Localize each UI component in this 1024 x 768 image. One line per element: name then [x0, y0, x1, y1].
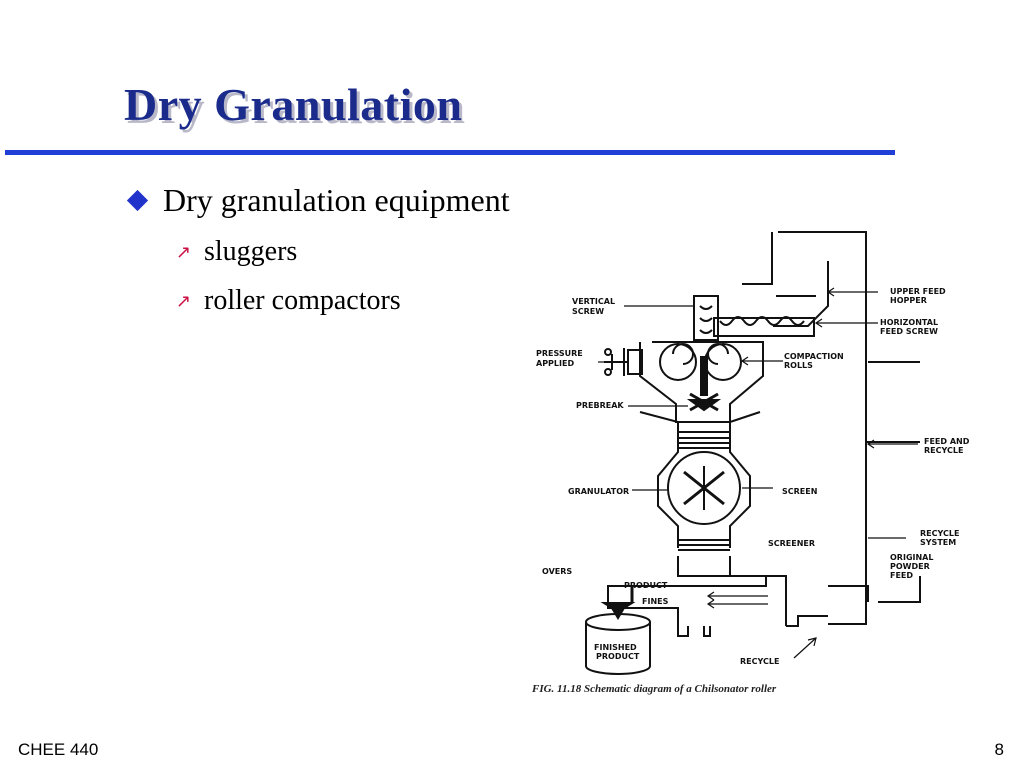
label-vertical-screw: VERTICAL — [572, 297, 615, 306]
slide-title: Dry Granulation — [124, 79, 463, 130]
blue-diamond-icon — [126, 189, 149, 211]
label-feed-and-recycle: RECYCLE — [924, 446, 963, 455]
roller-compactor-diagram: VERTICAL SCREW PRESSURE APPLIED PREBREAK… — [528, 226, 990, 696]
bullet-text: Dry granulation equipment — [163, 181, 510, 218]
label-screener: SCREENER — [768, 539, 815, 548]
label-pressure-applied: APPLIED — [536, 359, 574, 368]
label-original-powder-feed: ORIGINAL — [890, 553, 933, 562]
label-vertical-screw: SCREW — [572, 307, 604, 316]
footer-course: CHEE 440 — [18, 740, 99, 759]
page-number: 8 — [994, 740, 1004, 759]
label-overs: OVERS — [542, 567, 572, 576]
bullet-level2: ↗ sluggers — [176, 236, 297, 268]
label-granulator: GRANULATOR — [568, 487, 629, 496]
label-prebreak: PREBREAK — [576, 401, 624, 410]
bullet-level2: ↗ roller compactors — [176, 285, 401, 317]
label-compaction-rolls: ROLLS — [784, 361, 813, 370]
label-original-powder-feed: POWDER — [890, 562, 930, 571]
label-finished-product: PRODUCT — [596, 652, 640, 661]
label-fines: FINES — [642, 597, 669, 606]
bullet-level1: Dry granulation equipment — [126, 180, 510, 220]
label-screen: SCREEN — [782, 487, 817, 496]
label-upper-feed-hopper: HOPPER — [890, 296, 927, 305]
sub-bullet-text: sluggers — [204, 236, 298, 267]
red-northeast-arrow-icon: ↗ — [176, 241, 192, 263]
label-horizontal-feed-screw: HORIZONTAL — [880, 318, 938, 327]
label-upper-feed-hopper: UPPER FEED — [890, 287, 946, 296]
label-recycle-system: RECYCLE — [920, 529, 959, 538]
figure-caption: FIG. 11.18 Schematic diagram of a Chilso… — [531, 683, 777, 695]
sub-bullet-text: roller compactors — [204, 285, 401, 316]
title-underline — [5, 150, 895, 155]
label-pressure-applied: PRESSURE — [536, 349, 583, 358]
label-finished-product: FINISHED — [594, 643, 637, 652]
label-horizontal-feed-screw: FEED SCREW — [880, 327, 938, 336]
label-recycle-system: SYSTEM — [920, 538, 956, 547]
label-original-powder-feed: FEED — [890, 571, 913, 580]
red-northeast-arrow-icon: ↗ — [176, 290, 192, 312]
label-compaction-rolls: COMPACTION — [784, 352, 844, 361]
label-feed-and-recycle: FEED AND — [924, 437, 970, 446]
label-product: PRODUCT — [624, 581, 668, 590]
label-recycle: RECYCLE — [740, 657, 779, 666]
